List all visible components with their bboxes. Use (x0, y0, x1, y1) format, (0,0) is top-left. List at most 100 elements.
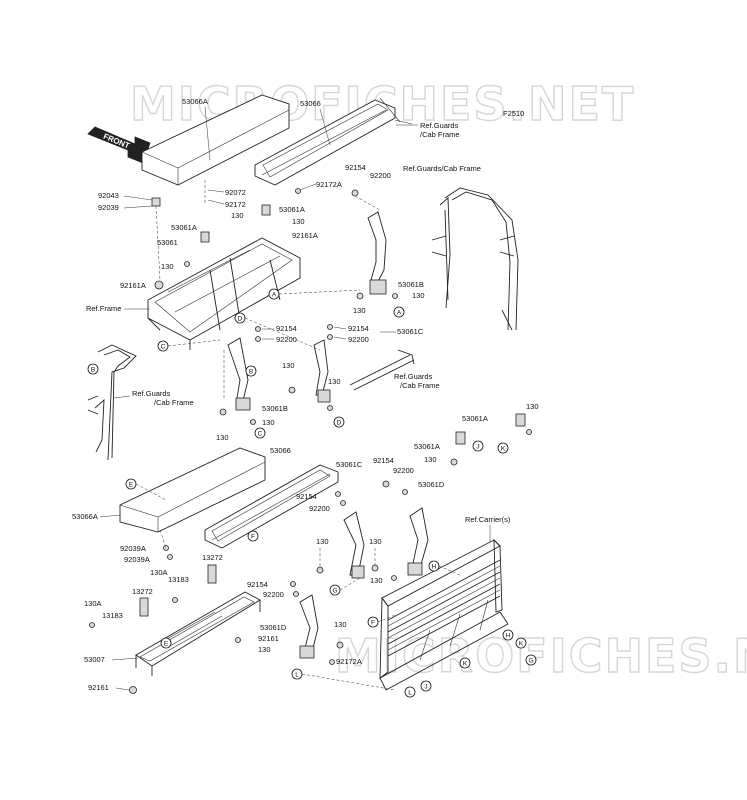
svg-text:B: B (91, 367, 95, 374)
label-92154-right: 92154 (348, 324, 369, 333)
label-13272-2: 13272 (132, 587, 153, 596)
svg-text:H: H (506, 633, 511, 640)
label-53061A-mid: 53061A (279, 205, 305, 214)
callout-e-2: E (160, 637, 172, 649)
label-92161-mid: 92161 (258, 634, 279, 643)
label-13183-1: 13183 (168, 575, 189, 584)
label-130-g2: 130 (369, 537, 382, 546)
label-130-g1: 130 (316, 537, 329, 546)
label-92172: 92172 (225, 200, 246, 209)
front-label: FRONT (102, 132, 131, 151)
svg-text:K: K (463, 661, 468, 668)
cab-guard-frame-left (87, 344, 137, 461)
label-92039: 92039 (98, 203, 119, 212)
callout-l-1: L (291, 668, 303, 680)
label-130A-1: 130A (150, 568, 168, 577)
seat-belt-53061B-upper (367, 211, 387, 295)
label-92043: 92043 (98, 191, 119, 200)
callout-f-2: F (367, 616, 379, 628)
svg-text:A: A (272, 292, 277, 299)
label-130-upper: 130 (412, 291, 425, 300)
label-53061A-left: 53061A (171, 223, 197, 232)
label-130A-2: 130A (84, 599, 102, 608)
svg-text:D: D (337, 420, 342, 427)
label-130-belt-b: 130 (262, 418, 275, 427)
callout-g-2: G (525, 654, 537, 666)
callout-d-1: D (234, 312, 246, 324)
callout-j-1: J (472, 440, 484, 452)
ref-guards-mid-1: Ref.Guards (394, 372, 433, 381)
seat-belt-bottom-h (407, 507, 429, 576)
label-92200-bottom2: 92200 (309, 504, 330, 513)
label-53007: 53007 (84, 655, 105, 664)
svg-text:C: C (258, 431, 263, 438)
callout-k-3: K (459, 657, 471, 669)
watermark-bottom: MICROFICHES.NET (335, 629, 747, 683)
svg-text:B: B (249, 369, 253, 376)
label-92154-bottom2: 92154 (296, 492, 317, 501)
ref-guards-right: Ref.Guards/Cab Frame (403, 164, 481, 173)
label-92172A-bottom: 92172A (336, 657, 362, 666)
label-92172A-top: 92172A (316, 180, 342, 189)
callout-c-2: C (254, 427, 266, 439)
label-130-belt-d: 130 (328, 377, 341, 386)
label-92161A-left: 92161A (120, 281, 146, 290)
label-130-right2: 130 (424, 455, 437, 464)
ref-guards-mid-2: /Cab Frame (400, 381, 440, 390)
label-92154-mid: 92154 (276, 324, 297, 333)
callout-h-2: H (502, 629, 514, 641)
label-53061B-upper: 53061B (398, 280, 424, 289)
label-92200-right: 92200 (348, 335, 369, 344)
label-53066A-top: 53066A (182, 97, 208, 106)
callout-k-1: K (497, 442, 509, 454)
label-130-mid: 130 (353, 306, 366, 315)
svg-text:K: K (519, 641, 524, 648)
ref-guards-left-1: Ref.Guards (132, 389, 171, 398)
callout-k-2: K (515, 637, 527, 649)
callout-a-1: A (268, 288, 280, 300)
carrier-frame (379, 538, 509, 691)
label-92161-bottom: 92161 (88, 683, 109, 692)
callout-e-1: E (125, 478, 137, 490)
svg-text:E: E (164, 641, 169, 648)
guard-bar-middle (349, 349, 415, 391)
svg-text:G: G (332, 588, 337, 595)
ref-guards-top-1: Ref.Guards (420, 121, 459, 130)
label-53061D-top: 53061D (418, 480, 445, 489)
label-53061B-left: 53061B (262, 404, 288, 413)
callout-b-1: B (245, 365, 257, 377)
callout-h-1: H (428, 560, 440, 572)
label-53066-bottom: 53066 (270, 446, 291, 455)
svg-text:H: H (432, 564, 437, 571)
svg-text:J: J (476, 444, 479, 451)
label-92200-bottom3: 92200 (263, 590, 284, 599)
label-92072: 92072 (225, 188, 246, 197)
label-130-bottom-r: 130 (334, 620, 347, 629)
label-53061D-bottom: 53061D (260, 623, 287, 632)
svg-text:F: F (251, 534, 255, 541)
label-53061A-right1: 53061A (462, 414, 488, 423)
label-53061C-top: 53061C (397, 327, 424, 336)
label-92200-top: 92200 (370, 171, 391, 180)
label-130-left-d: 130 (282, 361, 295, 370)
svg-text:D: D (238, 316, 243, 323)
label-130-left2: 130 (161, 262, 174, 271)
label-53061C-bottom: 53061C (336, 460, 363, 469)
ref-guards-top-2: /Cab Frame (420, 130, 460, 139)
seat-belt-middle-d (313, 339, 331, 403)
seat-back-53066-bottom (204, 464, 339, 549)
callout-a-2: A (393, 306, 405, 318)
seat-belt-left-b (223, 337, 251, 411)
svg-text:A: A (397, 310, 402, 317)
seat-cushion-53066A-bottom (119, 447, 266, 533)
label-92154-top: 92154 (345, 163, 366, 172)
label-130-bottom-b: 130 (216, 433, 229, 442)
cab-guard-frame-right (431, 187, 519, 331)
figure-code: F2510 (503, 109, 524, 118)
seat-back-53066-top (254, 97, 413, 186)
svg-text:C: C (161, 344, 166, 351)
svg-text:E: E (129, 482, 134, 489)
svg-text:L: L (408, 690, 412, 697)
ref-carrier: Ref.Carrier(s) (465, 515, 511, 524)
